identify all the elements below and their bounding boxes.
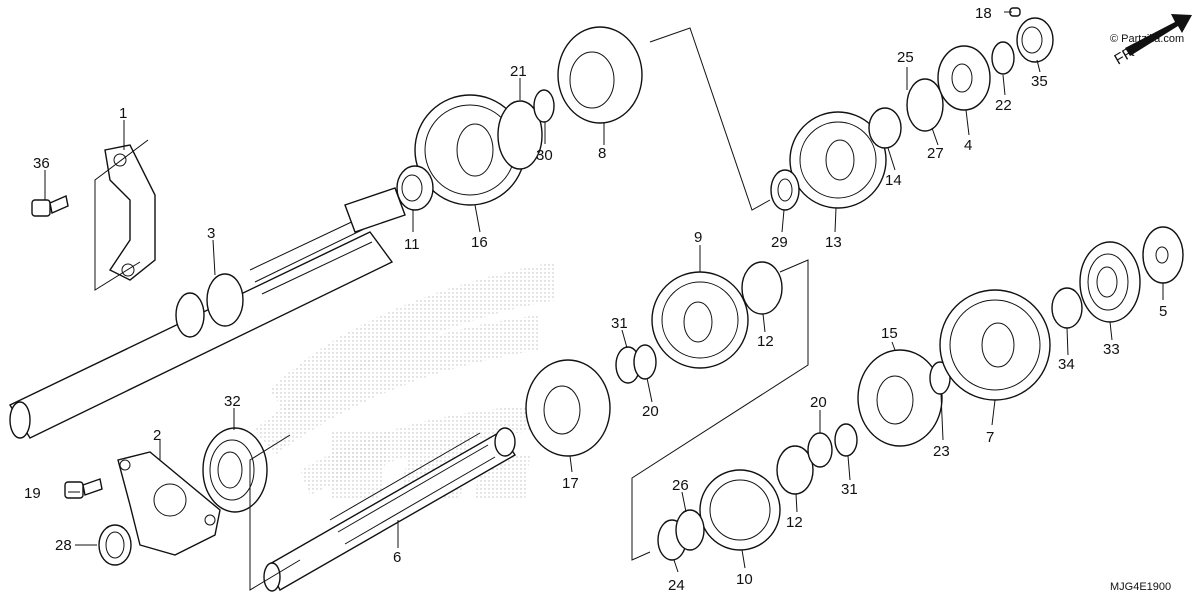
gear-10	[699, 469, 781, 551]
washer-23	[929, 361, 951, 395]
washer-28	[98, 524, 132, 566]
callout-5[interactable]: 5	[1159, 303, 1167, 320]
callout-32[interactable]: 32	[224, 393, 241, 410]
callout-12-lower[interactable]: 12	[786, 514, 803, 531]
callout-11[interactable]: 11	[404, 236, 420, 253]
cap-5	[1142, 226, 1184, 284]
callout-14[interactable]: 14	[885, 172, 902, 189]
washer-30	[533, 89, 555, 123]
counter-shaft	[263, 427, 516, 592]
bushing-14	[868, 107, 902, 149]
callout-9[interactable]: 9	[694, 229, 702, 246]
callout-26[interactable]: 26	[672, 477, 689, 494]
callout-16[interactable]: 16	[471, 234, 488, 251]
callout-17[interactable]: 17	[562, 475, 579, 492]
callout-30[interactable]: 30	[536, 147, 553, 164]
bearing-33	[1079, 241, 1141, 323]
group-lines	[94, 27, 809, 591]
callout-10[interactable]: 10	[736, 571, 753, 588]
gear-17	[525, 359, 611, 457]
gear-9	[651, 271, 749, 369]
callout-31-left[interactable]: 31	[611, 315, 628, 332]
callout-33[interactable]: 33	[1103, 341, 1120, 358]
ring-20-31-right	[807, 423, 858, 468]
bearing-12-lower	[776, 445, 814, 495]
callout-18[interactable]: 18	[975, 5, 992, 22]
callout-21[interactable]: 21	[510, 63, 527, 80]
callout-28[interactable]: 28	[55, 537, 72, 554]
bushing-11	[396, 165, 434, 211]
callout-23[interactable]: 23	[933, 443, 950, 460]
gear-8	[557, 26, 643, 124]
diagram-code: MJG4E1900	[1110, 581, 1171, 593]
gear-7	[939, 289, 1051, 401]
callout-1[interactable]: 1	[119, 105, 127, 122]
bearing-34	[1051, 287, 1083, 329]
bearing-12-upper	[741, 261, 783, 315]
callout-20-left[interactable]: 20	[642, 403, 659, 420]
callout-20-right[interactable]: 20	[810, 394, 827, 411]
callout-7[interactable]: 7	[986, 429, 994, 446]
callout-27[interactable]: 27	[927, 145, 944, 162]
callout-35[interactable]: 35	[1031, 73, 1048, 90]
leader-lines	[44, 11, 1164, 573]
bearing-35	[1016, 17, 1054, 63]
watermark-wing	[255, 262, 555, 500]
washers-24-26	[657, 509, 705, 561]
gear-21	[497, 100, 543, 170]
callout-22[interactable]: 22	[995, 97, 1012, 114]
callout-13[interactable]: 13	[825, 234, 842, 251]
callout-34[interactable]: 34	[1058, 356, 1075, 373]
bolt-36	[31, 195, 69, 217]
plate-2	[117, 451, 221, 556]
gear-13	[789, 111, 887, 209]
main-shaft	[9, 187, 406, 439]
bolt-19	[64, 478, 103, 499]
callout-2[interactable]: 2	[153, 427, 161, 444]
collar-25-27	[906, 78, 944, 132]
callout-8[interactable]: 8	[598, 145, 606, 162]
callout-labels: 1 2 3 4 5 6 7 8 9 10 11 12 12 13 14 15 1…	[24, 5, 1167, 594]
callout-19[interactable]: 19	[24, 485, 41, 502]
gear-15	[857, 349, 943, 447]
copyright-text: © Partzilla.com	[1110, 33, 1184, 45]
callout-3[interactable]: 3	[207, 225, 215, 242]
callout-25[interactable]: 25	[897, 49, 914, 66]
callout-31-right[interactable]: 31	[841, 481, 858, 498]
callout-12-upper[interactable]: 12	[757, 333, 774, 350]
callout-36[interactable]: 36	[33, 155, 50, 172]
callout-24[interactable]: 24	[668, 577, 685, 594]
washer-22	[991, 41, 1015, 75]
callout-15[interactable]: 15	[881, 325, 898, 342]
gear-4	[937, 45, 991, 111]
callout-4[interactable]: 4	[964, 137, 972, 154]
washer-29	[770, 169, 800, 211]
bracket-1	[104, 144, 156, 281]
bearing-32	[202, 427, 268, 513]
ring-31-20-left	[615, 344, 657, 384]
callout-6[interactable]: 6	[393, 549, 401, 566]
callout-29[interactable]: 29	[771, 234, 788, 251]
